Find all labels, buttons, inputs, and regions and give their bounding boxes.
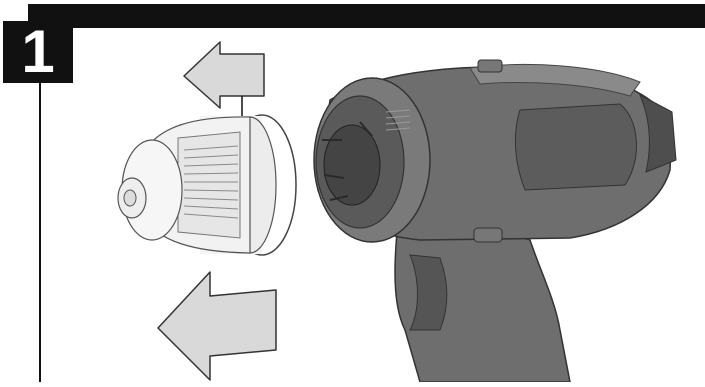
step-number: 1 <box>3 21 73 83</box>
chuck-assembly <box>118 115 296 255</box>
large-arrow-icon <box>158 272 276 380</box>
drill-body <box>314 60 676 382</box>
header-bar <box>28 4 705 28</box>
small-arrow-icon <box>184 42 264 108</box>
